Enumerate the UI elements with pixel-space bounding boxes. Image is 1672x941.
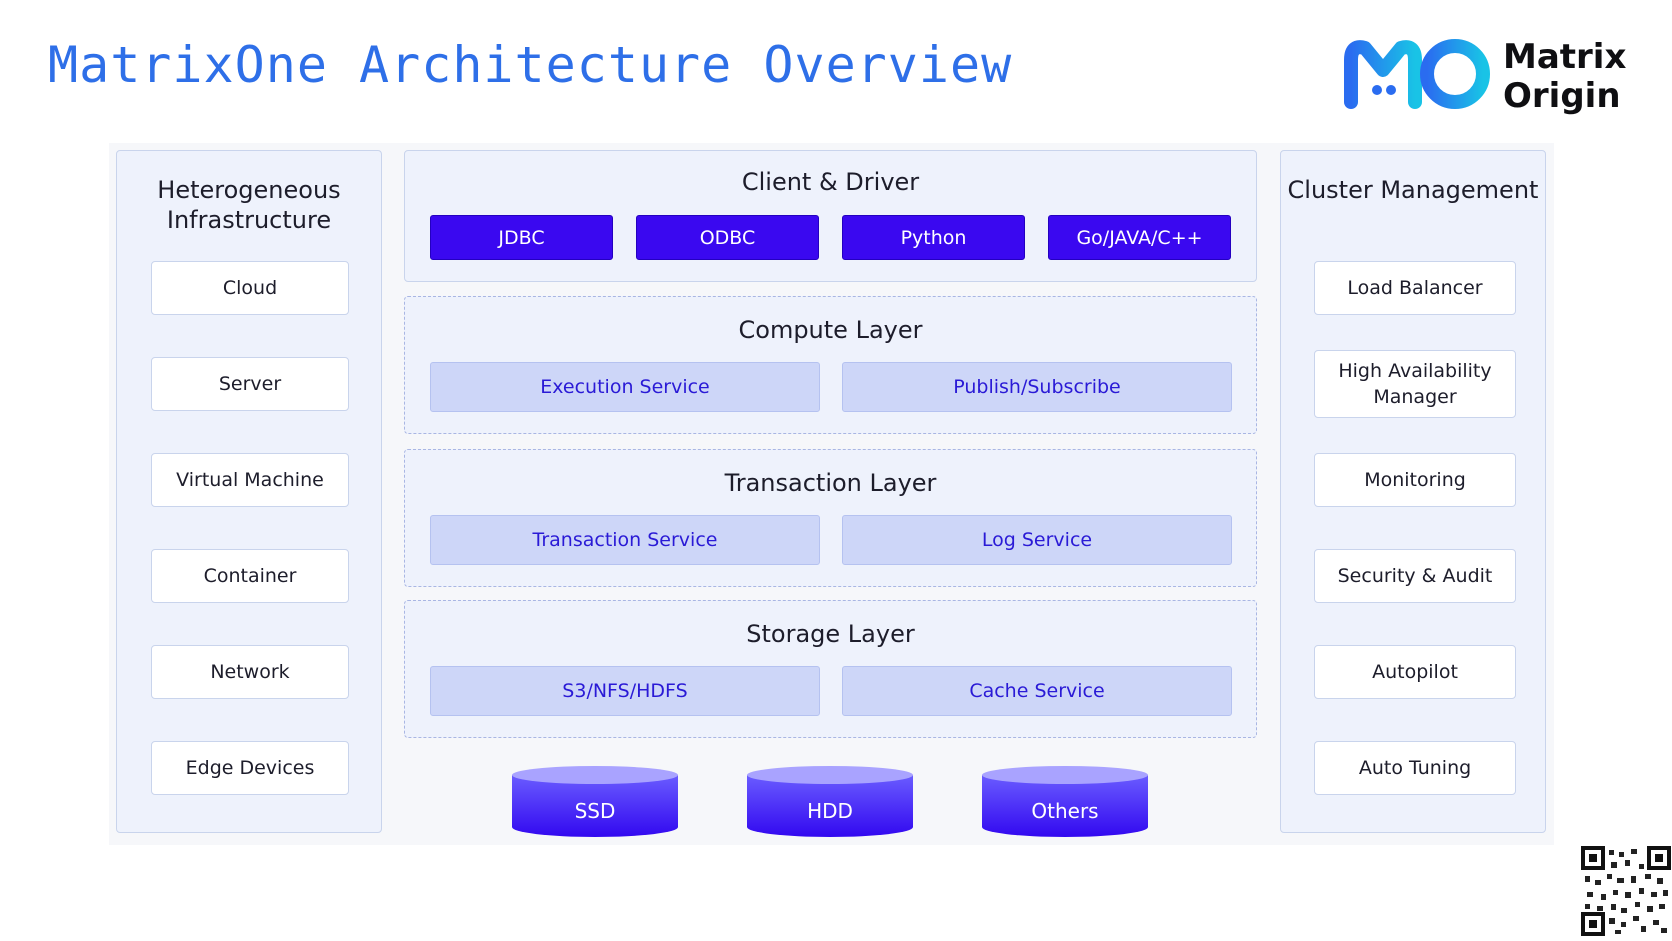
logo-wordmark: Matrix Origin [1503,38,1626,116]
client-driver-block: Client & Driver JDBC ODBC Python Go/JAVA… [404,150,1257,282]
cluster-management-title: Cluster Management [1287,176,1539,204]
execution-service: Execution Service [430,362,820,412]
cluster-management-panel: Cluster Management Load Balancer High Av… [1280,150,1546,833]
infra-item-cloud: Cloud [151,261,349,315]
client-driver-title: Client & Driver [741,168,920,196]
storage-media-label: SSD [574,799,616,823]
s3-nfs-hdfs-service: S3/NFS/HDFS [430,666,820,716]
storage-media-ssd: SSD [510,765,680,840]
driver-python: Python [842,215,1025,260]
log-service: Log Service [842,515,1232,565]
cluster-item-high-availability: High Availability Manager [1314,350,1516,418]
cluster-item-auto-tuning: Auto Tuning [1314,741,1516,795]
transaction-service: Transaction Service [430,515,820,565]
cache-service: Cache Service [842,666,1232,716]
infrastructure-panel: Heterogeneous Infrastructure Cloud Serve… [116,150,382,833]
logo-line-1: Matrix [1503,37,1627,77]
qr-code-icon [1581,846,1671,936]
cylinder-icon [982,766,1148,837]
driver-go-java-cpp: Go/JAVA/C++ [1048,215,1231,260]
publish-subscribe-service: Publish/Subscribe [842,362,1232,412]
compute-layer-title: Compute Layer [738,316,923,344]
driver-jdbc: JDBC [430,215,613,260]
matrixorigin-logo: Matrix Origin [1343,36,1633,116]
cluster-item-autopilot: Autopilot [1314,645,1516,699]
cluster-item-load-balancer: Load Balancer [1314,261,1516,315]
infra-item-network: Network [151,645,349,699]
infra-item-edge-devices: Edge Devices [151,741,349,795]
compute-layer: Compute Layer Execution Service Publish/… [404,296,1257,434]
infrastructure-title: Heterogeneous Infrastructure [157,176,341,234]
mo-logo-icon [1344,39,1490,109]
transaction-layer-title: Transaction Layer [724,469,937,497]
storage-media-others: Others [980,765,1150,840]
cylinder-icon [512,766,678,837]
transaction-layer: Transaction Layer Transaction Service Lo… [404,449,1257,587]
cluster-item-security-audit: Security & Audit [1314,549,1516,603]
driver-odbc: ODBC [636,215,819,260]
cylinder-icon [747,766,913,837]
storage-media-label: HDD [807,799,853,823]
page-title: MatrixOne Architecture Overview [48,36,1013,94]
storage-media-hdd: HDD [745,765,915,840]
infra-item-container: Container [151,549,349,603]
logo-line-2: Origin [1503,76,1621,116]
infra-item-server: Server [151,357,349,411]
infra-item-virtual-machine: Virtual Machine [151,453,349,507]
storage-layer-title: Storage Layer [746,620,915,648]
cluster-item-monitoring: Monitoring [1314,453,1516,507]
storage-layer: Storage Layer S3/NFS/HDFS Cache Service [404,600,1257,738]
storage-media-label: Others [1031,799,1099,823]
